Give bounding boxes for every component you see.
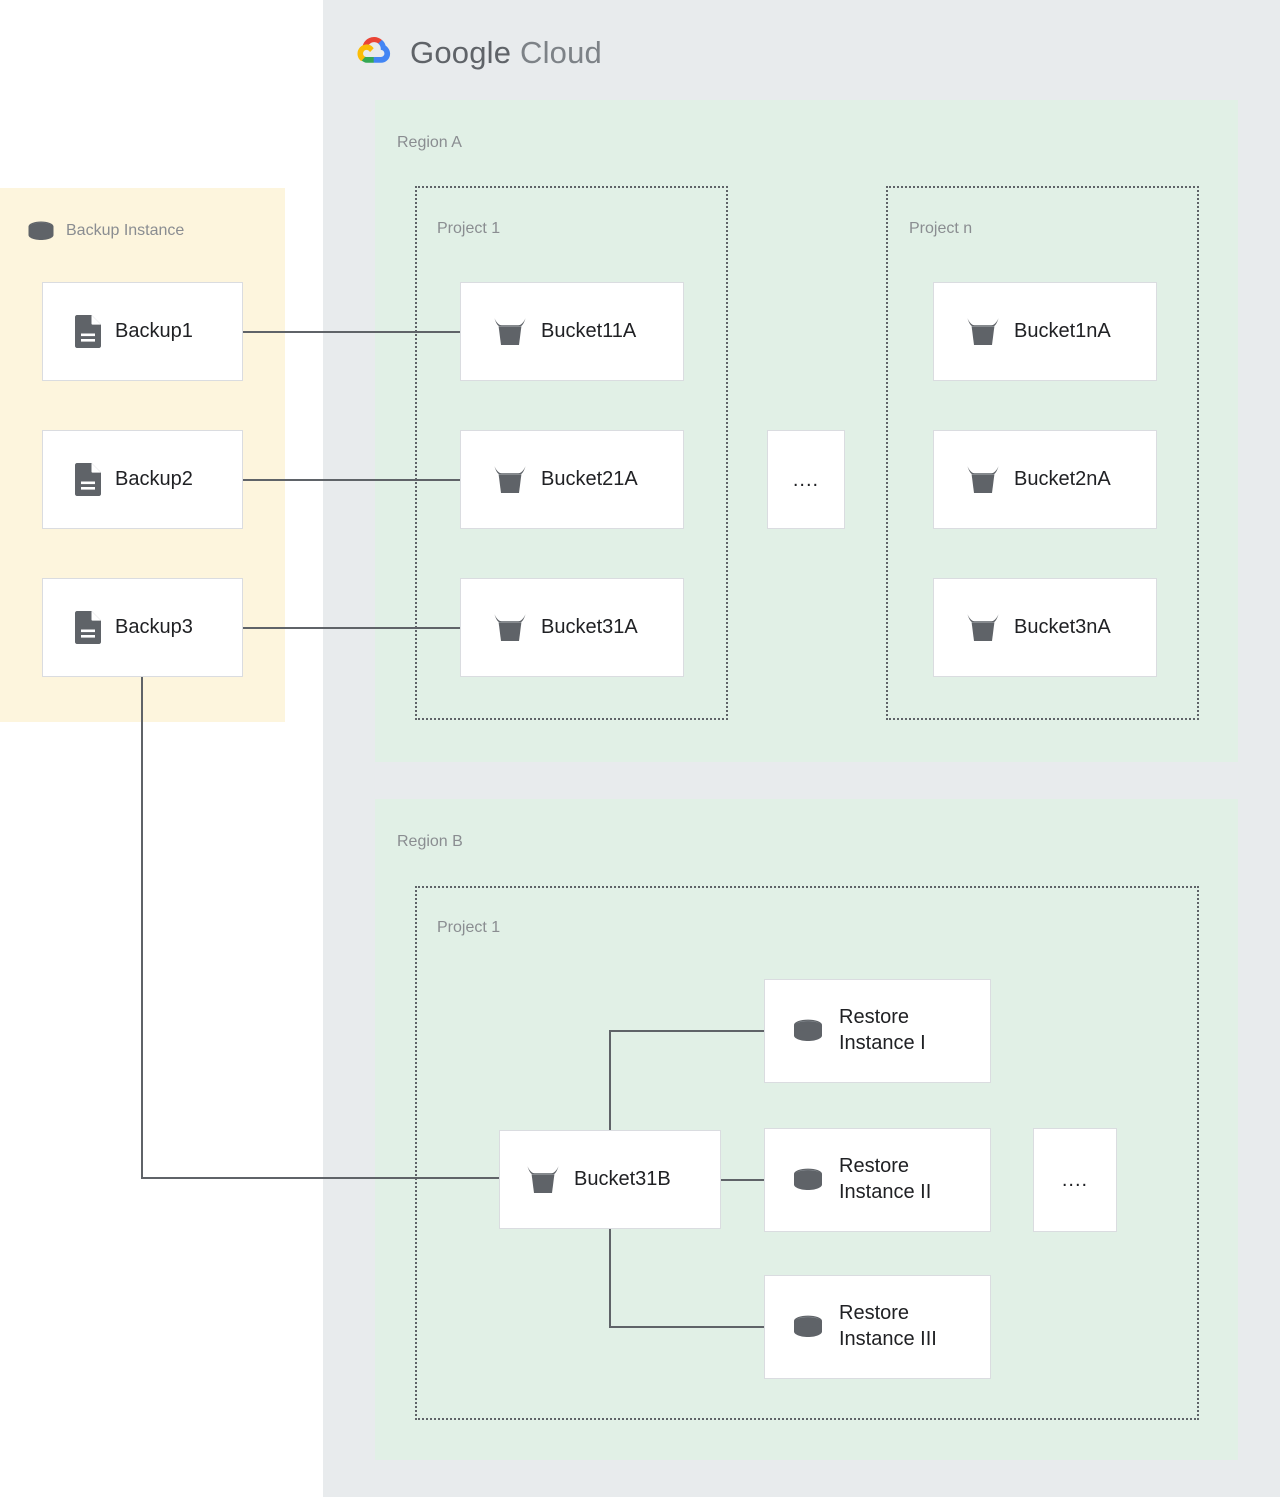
storage-bucket-icon (966, 316, 1000, 347)
ellipsis-label: .... (1061, 1169, 1089, 1191)
document-file-icon (75, 315, 101, 348)
bucket-card-label: Bucket21A (541, 467, 638, 490)
backup-instance-header: Backup Instance (27, 218, 184, 244)
project-1-region-a-label: Project 1 (437, 220, 501, 237)
google-cloud-branding: Google Cloud (354, 28, 602, 78)
bucket-card-label: Bucket31B (574, 1167, 671, 1190)
project-1-region-b-label: Project 1 (437, 919, 501, 936)
restore-instance-card-ii[interactable]: Restore Instance II (764, 1128, 991, 1232)
google-cloud-wordmark: Google Cloud (410, 35, 602, 71)
project-n-region-a-box (886, 186, 1199, 720)
restore-instance-label: Restore Instance III (839, 1302, 937, 1350)
document-file-icon (75, 611, 101, 644)
backup-card-label: Backup3 (115, 615, 193, 638)
restore-instance-label: Restore Instance II (839, 1155, 932, 1203)
backup-card-label: Backup1 (115, 319, 193, 342)
bucket-card-bucket21a[interactable]: Bucket21A (460, 430, 684, 529)
bucket-card-label: Bucket31A (541, 615, 638, 638)
database-cylinder-icon (791, 1166, 825, 1194)
backup-instance-title: Backup Instance (66, 222, 185, 239)
bucket-card-bucket1na[interactable]: Bucket1nA (933, 282, 1157, 381)
restore-instance-label: Restore Instance I (839, 1006, 926, 1054)
storage-bucket-icon (493, 316, 527, 347)
storage-bucket-icon (526, 1164, 560, 1195)
database-cylinder-icon (791, 1017, 825, 1045)
storage-bucket-icon (966, 464, 1000, 495)
database-cylinder-icon (27, 220, 55, 242)
bucket-card-label: Bucket11A (541, 319, 637, 342)
bucket-card-bucket2na[interactable]: Bucket2nA (933, 430, 1157, 529)
ellipsis-card-region-a: .... (767, 430, 845, 529)
database-cylinder-icon (791, 1313, 825, 1341)
storage-bucket-icon (966, 612, 1000, 643)
bucket-card-label: Bucket3nA (1014, 615, 1111, 638)
brand-word-google: Google (410, 35, 512, 70)
bucket-card-label: Bucket1nA (1014, 319, 1111, 342)
bucket-card-bucket31a[interactable]: Bucket31A (460, 578, 684, 677)
bucket-card-bucket31b[interactable]: Bucket31B (499, 1130, 721, 1229)
ellipsis-card-region-b: .... (1033, 1128, 1117, 1232)
backup-card-backup3[interactable]: Backup3 (42, 578, 243, 677)
google-cloud-logo-icon (354, 34, 398, 72)
bucket-card-bucket3na[interactable]: Bucket3nA (933, 578, 1157, 677)
region-b-label: Region B (397, 833, 463, 850)
backup-card-backup1[interactable]: Backup1 (42, 282, 243, 381)
storage-bucket-icon (493, 464, 527, 495)
storage-bucket-icon (493, 612, 527, 643)
backup-card-backup2[interactable]: Backup2 (42, 430, 243, 529)
bucket-card-label: Bucket2nA (1014, 467, 1111, 490)
brand-word-cloud: Cloud (520, 35, 602, 70)
restore-instance-card-iii[interactable]: Restore Instance III (764, 1275, 991, 1379)
ellipsis-label: .... (792, 468, 820, 491)
region-a-label: Region A (397, 134, 462, 151)
backup-card-label: Backup2 (115, 467, 193, 490)
document-file-icon (75, 463, 101, 496)
bucket-card-bucket11a[interactable]: Bucket11A (460, 282, 684, 381)
project-1-region-a-box (415, 186, 728, 720)
restore-instance-card-i[interactable]: Restore Instance I (764, 979, 991, 1083)
project-n-region-a-label: Project n (909, 220, 973, 237)
